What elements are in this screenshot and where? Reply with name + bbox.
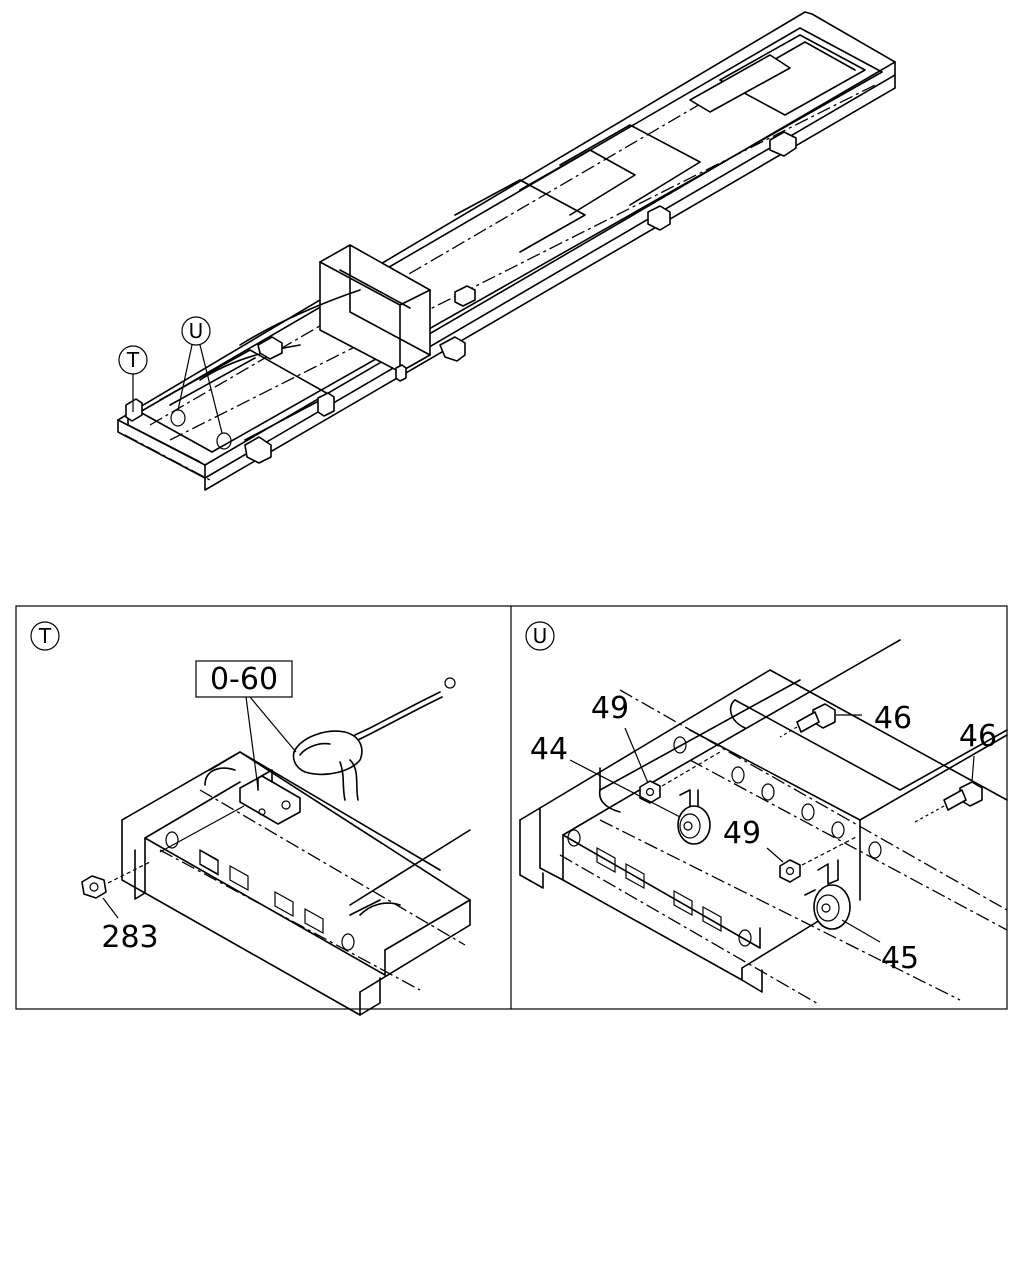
svg-text:45: 45 — [881, 941, 919, 976]
svg-text:U: U — [533, 624, 548, 648]
panel-u-title: U — [525, 621, 555, 651]
part-46-bolt-right[interactable] — [914, 781, 983, 823]
part-label-45: 45 — [841, 919, 919, 976]
detail-panel-t: T — [30, 621, 471, 1016]
callout-t-overview[interactable]: T — [118, 345, 148, 412]
part-label-49-upper: 49 — [591, 691, 649, 784]
svg-text:46: 46 — [874, 701, 912, 736]
frame-rail-u — [519, 639, 1008, 1006]
part-283-nut[interactable]: 283 — [81, 861, 159, 955]
chassis-frame-overview — [117, 11, 896, 491]
part-label-49-lower: 49 — [723, 816, 784, 863]
svg-text:44: 44 — [530, 732, 568, 767]
detail-panel-u: U — [519, 621, 1008, 1006]
part-label-283: 283 — [101, 920, 158, 955]
part-49-nut-lower[interactable] — [779, 835, 859, 883]
detail-panels-frame — [15, 605, 1008, 1010]
svg-text:U: U — [189, 319, 204, 343]
panel-t-title: T — [30, 621, 60, 651]
svg-text:T: T — [38, 624, 52, 648]
part-49-nut-upper[interactable] — [639, 751, 721, 804]
svg-text:0-60: 0-60 — [210, 662, 278, 697]
frame-rail-t — [121, 751, 471, 1016]
svg-text:49: 49 — [591, 691, 629, 726]
svg-text:T: T — [126, 348, 140, 372]
cable-bracket-assembly — [159, 677, 456, 853]
part-label-44: 44 — [530, 732, 681, 818]
horn-44[interactable] — [677, 789, 711, 845]
svg-text:46: 46 — [959, 719, 997, 754]
ref-code-box[interactable]: 0-60 — [195, 660, 297, 789]
part-label-46-right: 46 — [959, 719, 997, 783]
svg-text:49: 49 — [723, 816, 761, 851]
callout-u-overview[interactable]: U — [177, 316, 223, 434]
horn-45[interactable] — [804, 859, 851, 930]
part-46-bolt-upper[interactable] — [779, 703, 836, 738]
part-label-46-upper: 46 — [836, 701, 912, 736]
